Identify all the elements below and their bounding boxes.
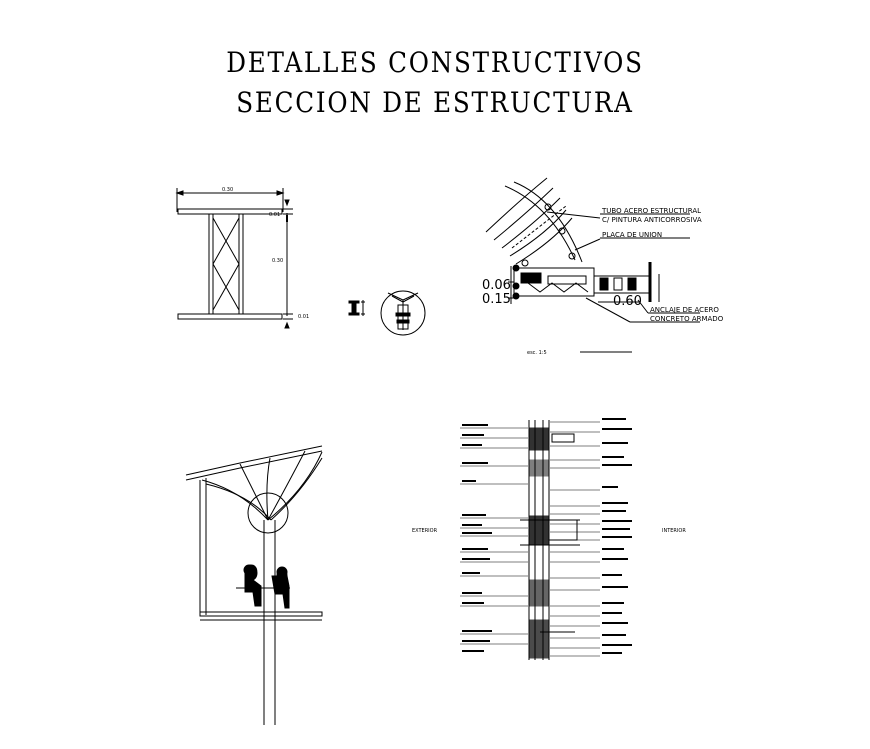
scale-label: esc. 1:5 [527, 350, 547, 356]
svg-text:TUBO ACERO ESTRUCTURAL: TUBO ACERO ESTRUCTURAL [601, 207, 701, 215]
exterior-label: EXTERIOR [412, 528, 438, 534]
beam-height-dim: 0.30 [272, 258, 283, 264]
beam-flange-top-dim: 0.01 [269, 212, 280, 218]
dim-0-15: 0.15 [482, 292, 511, 307]
canopy-section [185, 445, 323, 725]
svg-text:C/ PINTURA ANTICORROSIVA: C/ PINTURA ANTICORROSIVA [602, 216, 702, 224]
svg-text:ANCLAJE DE ACERO: ANCLAJE DE ACERO [650, 306, 719, 314]
wall-section-notes [462, 418, 632, 654]
svg-text:CONCRETO ARMADO: CONCRETO ARMADO [650, 315, 724, 323]
small-profile-detail [348, 300, 365, 316]
wall-section-leaders-right [550, 421, 600, 657]
beam-detail [175, 188, 293, 329]
title-line-1: DETALLES CONSTRUCTIVOS [226, 46, 644, 79]
title-line-2: SECCION DE ESTRUCTURA [236, 86, 634, 119]
interior-label: INTERIOR [662, 528, 686, 534]
beam-flange-bottom-dim: 0.01 [298, 314, 309, 320]
beam-width-dim: 0.30 [222, 187, 233, 193]
svg-text:PLACA DE UNION: PLACA DE UNION [602, 231, 662, 239]
wall-section-leaders-left [460, 427, 528, 645]
roof-joint-detail [485, 177, 700, 353]
dim-0-60: 0.60 [613, 294, 642, 309]
wall-section [520, 420, 580, 660]
dim-0-06: 0.06 [482, 278, 511, 293]
joint-circle-detail [380, 290, 426, 336]
